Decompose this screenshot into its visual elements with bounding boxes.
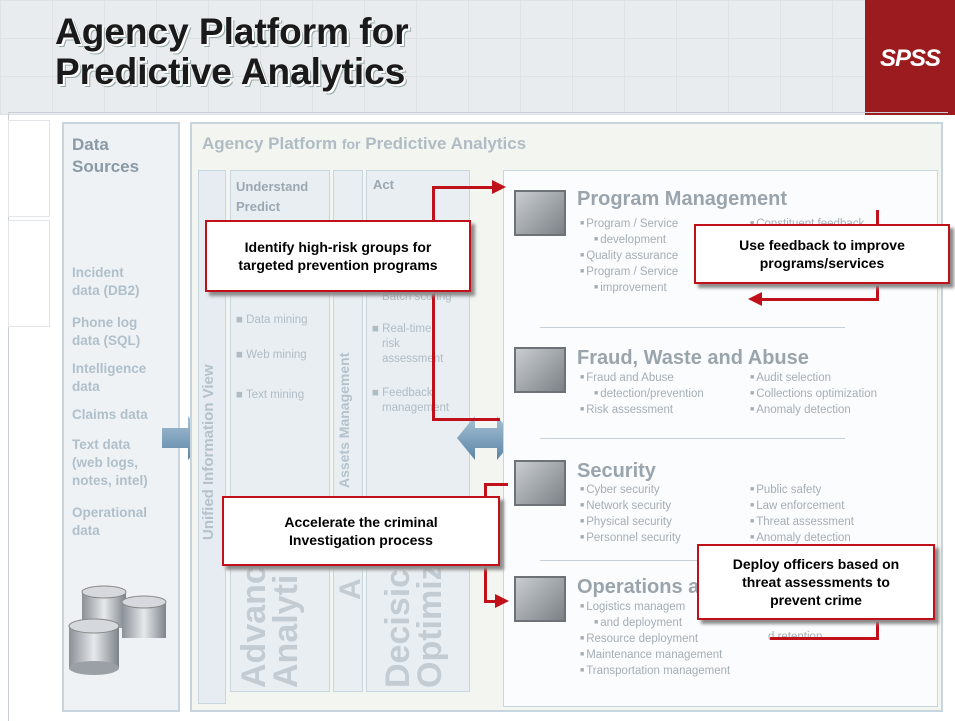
section-item: Network security <box>580 498 671 514</box>
column-item: ■ Real-time <box>372 323 432 335</box>
operations-title: Operations a <box>577 576 700 598</box>
data-source-item: Intelligence <box>72 361 147 376</box>
section-item: Logistics managem <box>580 599 685 615</box>
connector-line <box>432 186 435 420</box>
data-source-item: Operational <box>72 505 148 520</box>
section-item: detection/prevention <box>594 386 704 402</box>
connector-line <box>432 418 500 421</box>
connector-line <box>770 637 879 640</box>
divider <box>540 438 845 439</box>
data-source-item: data (DB2) <box>72 283 140 298</box>
page-title-line1: Agency Platform for <box>55 11 409 52</box>
gears-icon <box>514 576 566 622</box>
section-item: Audit selection <box>750 370 831 386</box>
assets-big-letter: A <box>334 578 367 600</box>
unified-information-view-label: Unified Information View <box>200 364 217 540</box>
act-title: Act <box>373 177 394 192</box>
column-item: ■ Web mining <box>236 349 307 361</box>
connector-line <box>484 483 508 486</box>
section-item: Personnel security <box>580 530 681 546</box>
divider <box>540 560 845 561</box>
section-item: Program / Service <box>580 264 678 280</box>
data-source-item: Claims data <box>72 407 148 422</box>
data-source-item: data (SQL) <box>72 333 141 348</box>
arrowhead-icon <box>492 180 506 194</box>
data-sources-title: Data Sources <box>72 135 140 176</box>
section-item: and deployment <box>594 615 682 631</box>
column-item: assessment <box>382 353 444 365</box>
data-source-item: data <box>72 523 100 538</box>
section-item: Transportation management <box>580 663 730 679</box>
arrowhead-icon <box>495 594 509 608</box>
double-arrow-icon <box>457 416 515 460</box>
callout-identify-high-risk: Identify high-risk groups for targeted p… <box>205 220 471 292</box>
page-title: Agency Platform for Predictive Analytics <box>55 12 409 92</box>
callout-accelerate-investigation: Accelerate the criminal Investigation pr… <box>222 496 500 566</box>
decoration-box <box>8 220 50 327</box>
column-item: management <box>382 402 450 414</box>
page-title-line2: Predictive Analytics <box>55 51 406 92</box>
program-management-title: Program Management <box>577 188 788 210</box>
section-item: Cyber security <box>580 482 660 498</box>
decoration-box <box>8 120 50 217</box>
platform-title: Agency Platform for Predictive Analytics <box>202 134 527 153</box>
data-source-item: notes, intel) <box>72 473 148 488</box>
people-icon <box>514 190 566 236</box>
section-item: Program / Service <box>580 216 678 232</box>
section-item: Quality assurance <box>580 248 678 264</box>
column-item: risk <box>382 338 400 350</box>
database-icon <box>68 585 167 675</box>
arrowhead-icon <box>748 292 762 306</box>
security-title: Security <box>577 460 656 482</box>
section-item: Fraud and Abuse <box>580 370 674 386</box>
section-item: Physical security <box>580 514 672 530</box>
section-item: improvement <box>594 280 666 296</box>
fraud-waste-abuse-title: Fraud, Waste and Abuse <box>577 347 809 369</box>
data-source-item: Incident <box>72 265 124 280</box>
data-source-item: Text data <box>72 437 131 452</box>
section-item: Threat assessment <box>750 514 854 530</box>
section-item: Maintenance management <box>580 647 722 663</box>
data-source-item: Phone log <box>72 315 138 330</box>
column-item: ■ Feedback <box>372 387 433 399</box>
header-grid-decoration <box>0 0 865 115</box>
column-item: Batch scoring <box>382 291 452 303</box>
section-item: Public safety <box>750 482 821 498</box>
callout-deploy-officers: Deploy officers based on threat assessme… <box>697 544 935 620</box>
section-item: Collections optimization <box>750 386 877 402</box>
column-item: ■ Data mining <box>236 314 308 326</box>
section-item: Anomaly detection <box>750 530 851 546</box>
connector-line <box>432 186 498 189</box>
callout-use-feedback: Use feedback to improve programs/service… <box>694 224 950 284</box>
logo-background <box>865 0 955 115</box>
connector-line <box>760 298 879 301</box>
section-item: Resource deployment <box>580 631 698 647</box>
column-item: ■ Text mining <box>236 389 305 401</box>
section-item: Risk assessment <box>580 402 673 418</box>
section-item: development <box>594 232 666 248</box>
data-source-item: (web logs, <box>72 455 139 470</box>
assets-management-label: Assets Management <box>336 352 352 488</box>
divider <box>540 327 845 328</box>
spss-logo: SPSS <box>879 45 941 72</box>
slide-frame <box>8 112 948 721</box>
magnifier-icon <box>514 460 566 506</box>
section-item: Anomaly detection <box>750 402 851 418</box>
connector-line <box>484 600 498 603</box>
documents-icon <box>514 347 566 393</box>
section-item: Law enforcement <box>750 498 844 514</box>
data-source-item: data <box>72 379 100 394</box>
